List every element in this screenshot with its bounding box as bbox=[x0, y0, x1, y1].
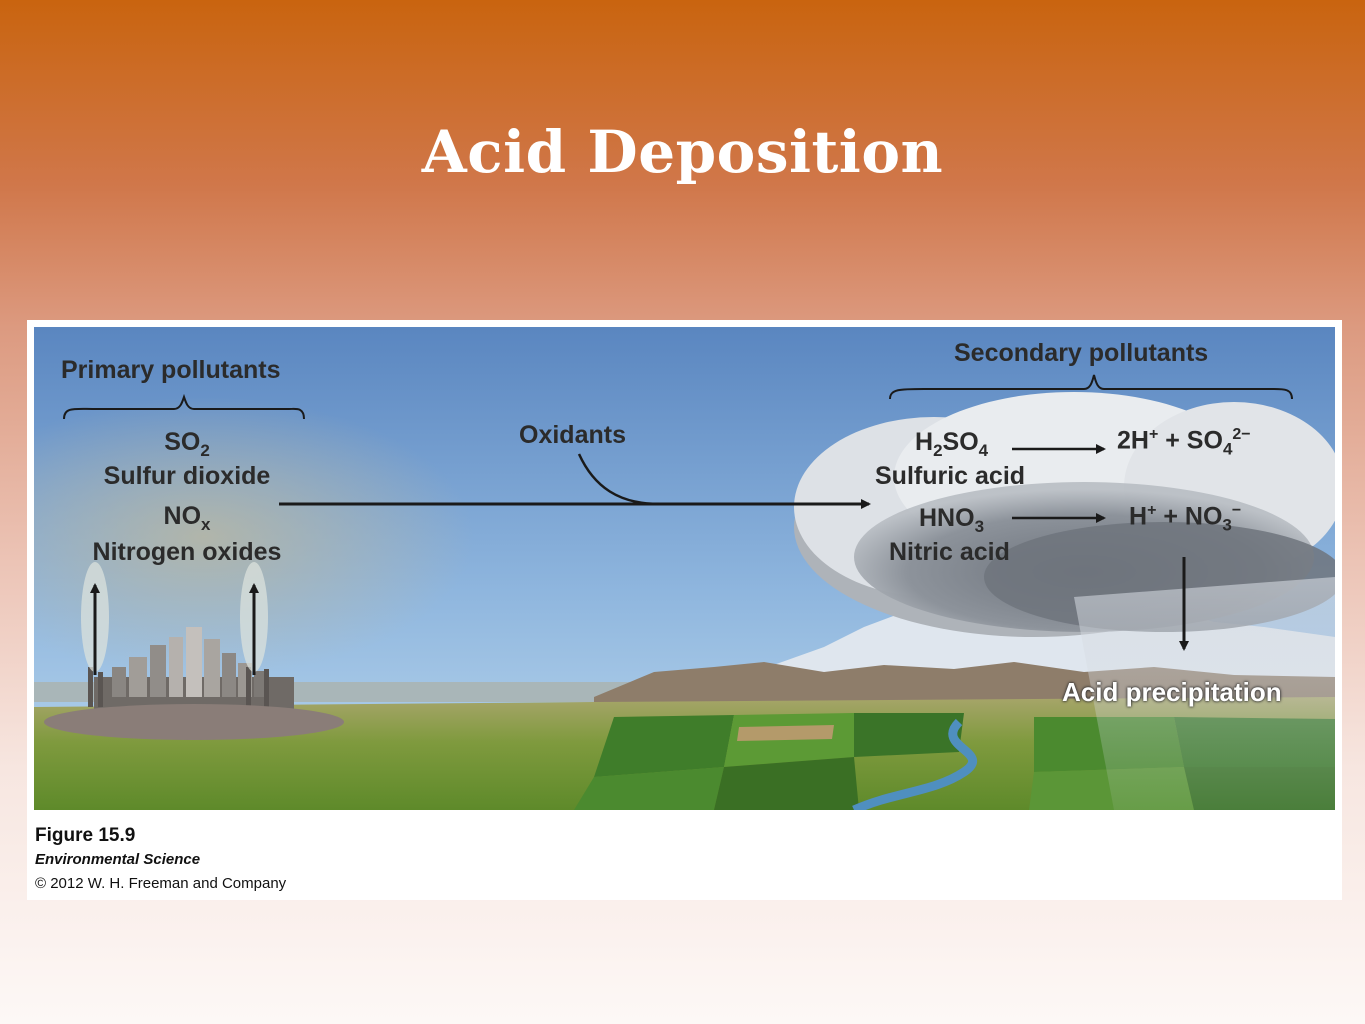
oxidants-label: Oxidants bbox=[519, 421, 626, 449]
copyright-line: © 2012 W. H. Freeman and Company bbox=[35, 875, 287, 892]
storm-cloud bbox=[794, 392, 1335, 637]
figure-frame: Primary pollutants SO2 Sulfur dioxide NO… bbox=[27, 320, 1342, 900]
primary-pollutants-heading: Primary pollutants bbox=[61, 356, 281, 384]
city-skyline bbox=[44, 627, 344, 740]
secondary-pollutants-heading: Secondary pollutants bbox=[954, 339, 1209, 367]
book-title: Environmental Science bbox=[35, 851, 201, 868]
rain-shafts bbox=[1074, 577, 1335, 810]
h2so4-formula: H2SO4 bbox=[915, 428, 989, 460]
nox-formula: NOx bbox=[163, 502, 211, 534]
nitrate-ion-products: H+ + NO3− bbox=[1129, 502, 1242, 535]
acid-deposition-illustration bbox=[34, 327, 1335, 810]
sulfate-ion-products: 2H+ + SO42− bbox=[1117, 426, 1251, 459]
figure-number: Figure 15.9 bbox=[35, 825, 136, 846]
acid-precipitation-label: Acid precipitation bbox=[1062, 677, 1282, 707]
nox-name: Nitrogen oxides bbox=[92, 538, 282, 566]
sulfuric-acid-name: Sulfuric acid bbox=[875, 462, 1026, 490]
smog-haze bbox=[34, 397, 474, 677]
primary-brace bbox=[63, 393, 305, 420]
so2-name: Sulfur dioxide bbox=[103, 462, 271, 490]
secondary-brace bbox=[889, 374, 1293, 400]
slide-title: Acid Deposition bbox=[421, 118, 944, 186]
hno3-formula: HNO3 bbox=[919, 504, 985, 536]
nitric-acid-name: Nitric acid bbox=[889, 538, 1010, 566]
oxidants-curve bbox=[577, 453, 660, 506]
so2-formula: SO2 bbox=[164, 428, 210, 460]
river bbox=[852, 718, 977, 810]
